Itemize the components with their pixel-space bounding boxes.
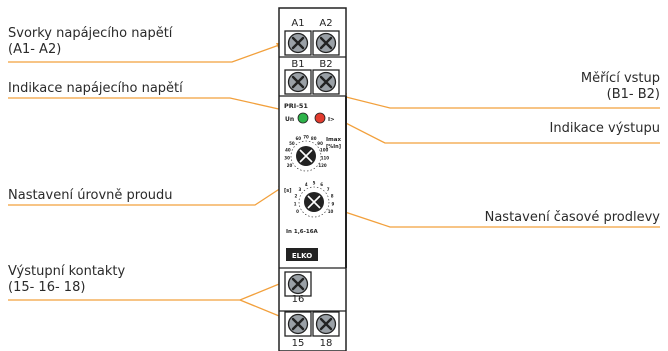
callout-text: Výstupní kontakty xyxy=(8,264,126,279)
callout-text: (B1- B2) xyxy=(606,87,660,102)
current-tick-30: 30 xyxy=(284,156,290,161)
current-tick-70: 70 xyxy=(303,135,309,140)
current-tick-80: 80 xyxy=(311,136,317,141)
screw-18-icon xyxy=(311,310,341,338)
current-tick-120: 120 xyxy=(318,163,327,168)
callout-output-contacts: Výstupní kontakty (15- 16- 18) xyxy=(8,264,125,296)
callout-supply-indicator: Indikace napájecího napětí xyxy=(8,81,183,97)
terminal-label-b1: B1 xyxy=(291,59,304,70)
leader-measuring-input xyxy=(341,95,660,109)
delay-tick-3: 3 xyxy=(299,187,302,192)
brand-label: ELKO xyxy=(292,252,312,260)
imax-label: Imax xyxy=(326,137,341,143)
led-label-un: Un xyxy=(285,116,294,123)
time-unit-label: [s] xyxy=(284,188,292,194)
callout-text: (A1- A2) xyxy=(8,42,62,57)
delay-tick-6: 6 xyxy=(320,182,323,187)
terminal-label-b2: B2 xyxy=(319,59,332,70)
callout-current-setting: Nastavení úrovně proudu xyxy=(8,188,173,204)
callout-measuring-input: Měřící vstup (B1- B2) xyxy=(581,71,660,103)
callout-text: Indikace napájecího napětí xyxy=(8,81,183,96)
callout-text: Svorky napájecího napětí xyxy=(8,26,173,41)
current-tick-110: 110 xyxy=(321,156,330,161)
leader-output-contacts-lower xyxy=(239,299,285,319)
current-tick-60: 60 xyxy=(296,136,302,141)
screw-16-icon xyxy=(283,270,313,298)
led-label-out: I> xyxy=(328,117,335,123)
leader-supply-terminals xyxy=(8,43,283,63)
screw-b2-icon xyxy=(311,68,341,96)
delay-tick-9: 9 xyxy=(332,202,335,207)
screw-b1-icon xyxy=(283,68,313,96)
terminal-label-15: 15 xyxy=(292,338,305,349)
delay-tick-2: 2 xyxy=(295,194,298,199)
terminal-label-a1: A1 xyxy=(291,18,304,29)
delay-tick-8: 8 xyxy=(331,194,334,199)
terminal-label-a2: A2 xyxy=(319,18,332,29)
callout-text: (15- 16- 18) xyxy=(8,280,86,295)
current-tick-20: 20 xyxy=(287,163,293,168)
brand-plate xyxy=(286,248,318,261)
housing xyxy=(278,7,347,351)
output-led-icon xyxy=(314,112,326,124)
current-tick-40: 40 xyxy=(285,148,291,153)
delay-tick-10: 10 xyxy=(328,209,334,214)
supply-led-icon xyxy=(297,112,309,124)
delay-tick-7: 7 xyxy=(327,187,330,192)
delay-tick-0: 0 xyxy=(296,209,299,214)
terminal-label-16: 16 xyxy=(292,294,305,305)
imax-unit-label: [%In] xyxy=(326,144,341,150)
current-tick-90: 90 xyxy=(317,141,323,146)
current-tick-50: 50 xyxy=(289,141,295,146)
leader-current-setting xyxy=(8,185,285,206)
callout-delay-setting: Nastavení časové prodlevy xyxy=(485,210,660,226)
leader-supply-indicator xyxy=(8,97,293,113)
screw-15-icon xyxy=(283,310,313,338)
callout-text: Nastavení úrovně proudu xyxy=(8,188,173,203)
callout-output-indicator: Indikace výstupu xyxy=(550,121,660,137)
callout-text: Nastavení časové prodlevy xyxy=(484,210,660,225)
model-label: PRI-51 xyxy=(284,102,308,110)
callout-text: Indikace výstupu xyxy=(549,121,660,136)
terminal-label-18: 18 xyxy=(320,338,333,349)
delay-tick-1: 1 xyxy=(294,202,297,207)
range-label: In 1,6-16A xyxy=(286,229,319,235)
current-dial[interactable] xyxy=(290,140,322,172)
current-tick-100: 100 xyxy=(320,148,329,153)
screw-a1-icon xyxy=(283,29,313,57)
leader-output-indicator xyxy=(329,114,660,144)
delay-dial[interactable] xyxy=(298,186,330,218)
screw-a2-icon xyxy=(311,29,341,57)
callout-text: Měřící vstup xyxy=(580,71,660,86)
delay-tick-5: 5 xyxy=(313,181,316,186)
delay-tick-4: 4 xyxy=(305,182,308,187)
callout-supply-terminals: Svorky napájecího napětí (A1- A2) xyxy=(8,26,172,58)
